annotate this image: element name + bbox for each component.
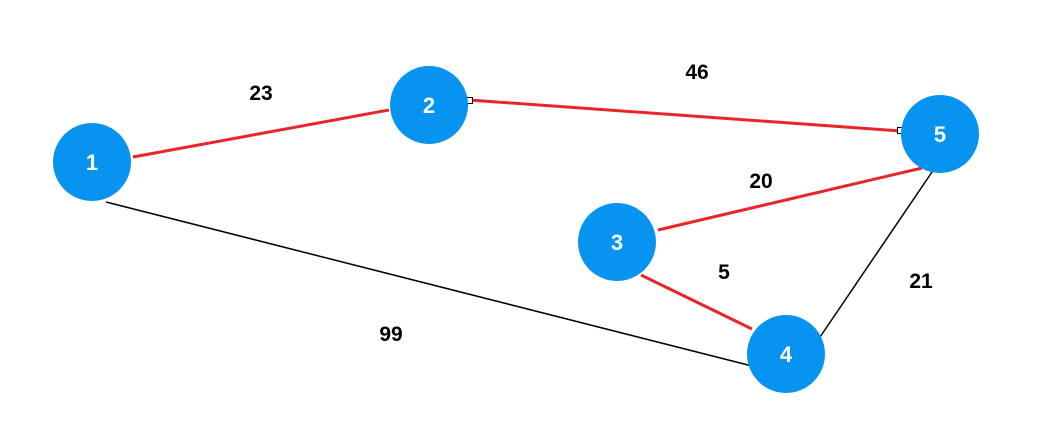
node-3[interactable]: 3 [578, 203, 656, 281]
edge-3-5 [657, 166, 923, 232]
node-4-label: 4 [780, 342, 793, 367]
node-1-label: 1 [86, 150, 98, 175]
edge-4-5 [817, 171, 933, 341]
edge-weight-1-2: 23 [249, 82, 272, 105]
node-3-label: 3 [611, 230, 623, 255]
edge-weight-3-5: 20 [749, 170, 772, 193]
edge-weight-3-4: 5 [718, 261, 730, 284]
node-1[interactable]: 1 [53, 123, 131, 201]
edge-1-4 [105, 201, 753, 367]
edge-1-2 [132, 108, 390, 159]
node-5[interactable]: 5 [901, 95, 979, 173]
nodes: 1 2 3 4 5 [53, 66, 979, 393]
node-5-label: 5 [934, 122, 946, 147]
node-2-circle[interactable] [390, 66, 468, 144]
edge-weight-2-5: 46 [685, 61, 708, 84]
node-5-circle[interactable] [901, 95, 979, 173]
node-3-circle[interactable] [578, 203, 656, 281]
node-1-circle[interactable] [53, 123, 131, 201]
edges [105, 98, 933, 367]
node-2[interactable]: 2 [390, 66, 468, 144]
edge-weight-4-5: 21 [909, 270, 933, 293]
edge-2-5 [468, 98, 902, 133]
node-4[interactable]: 4 [747, 315, 825, 393]
edge-weight-1-4: 99 [379, 323, 402, 346]
edge-labels: 23 46 20 5 99 21 [249, 61, 933, 346]
edge-3-4 [640, 273, 753, 331]
node-4-circle[interactable] [747, 315, 825, 393]
node-2-label: 2 [423, 93, 435, 118]
